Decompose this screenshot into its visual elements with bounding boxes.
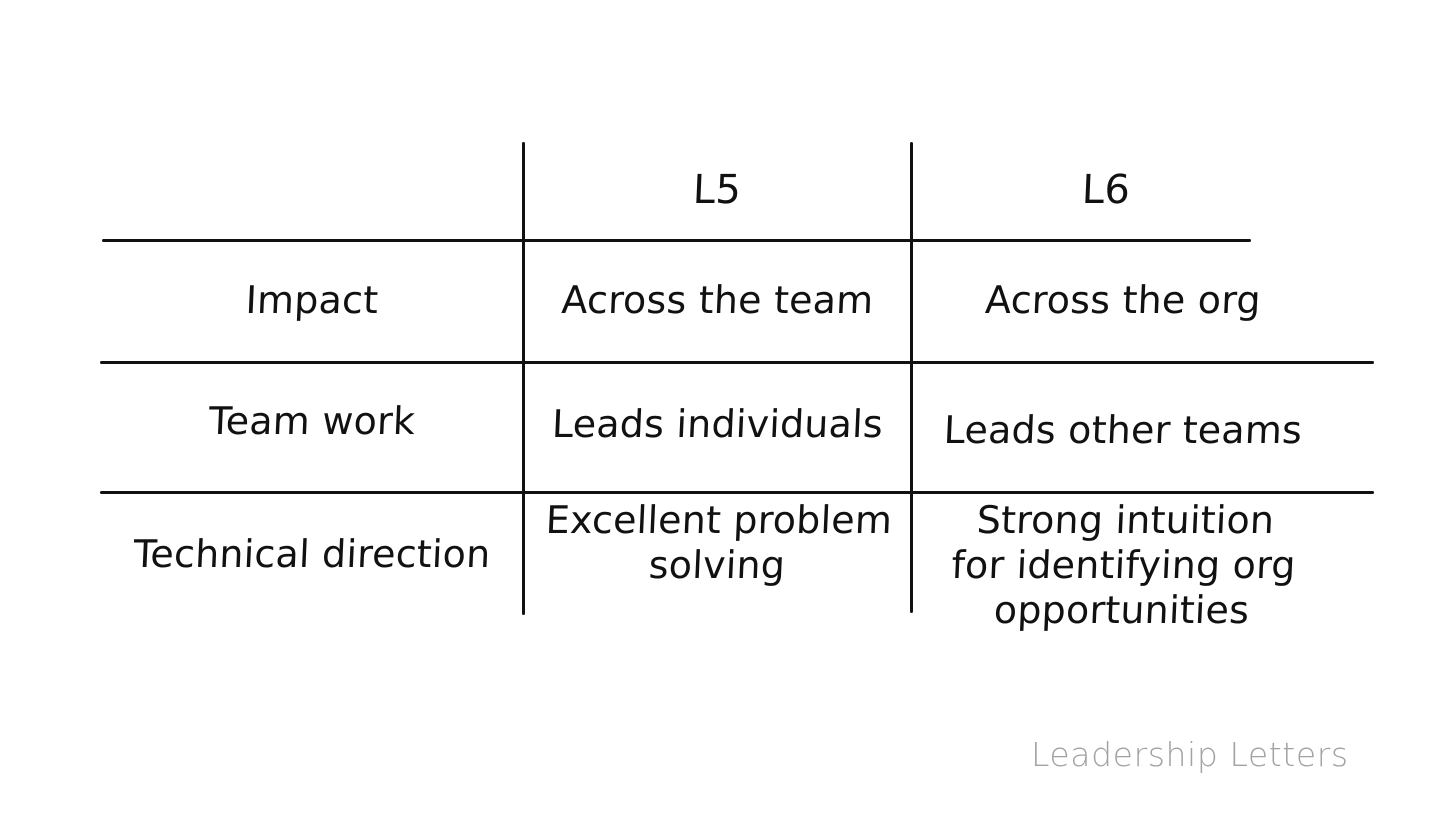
row-label-technical-direction: Technical direction (132, 531, 492, 576)
table-column-divider-1 (522, 142, 525, 615)
cell-technical-direction-l5: Excellent problem solving (544, 498, 894, 587)
column-header-l6: L6 (1080, 167, 1132, 214)
cell-technical-direction-l6: Strong intuition for identifying org opp… (950, 498, 1297, 632)
table-row-divider-2 (100, 491, 1374, 494)
cell-impact-l5: Across the team (560, 277, 875, 322)
table-column-divider-2 (910, 142, 913, 613)
cell-impact-l6: Across the org (984, 277, 1262, 322)
watermark-leadership-letters: Leadership Letters (1031, 735, 1349, 774)
column-header-l5: L5 (691, 167, 743, 214)
table-header-divider (102, 239, 1251, 242)
cell-team-work-l6: Leads other teams (942, 407, 1304, 452)
row-label-team-work: Team work (207, 398, 417, 443)
row-label-impact: Impact (244, 277, 380, 322)
table-row-divider-1 (100, 361, 1374, 364)
cell-team-work-l5: Leads individuals (551, 401, 884, 446)
